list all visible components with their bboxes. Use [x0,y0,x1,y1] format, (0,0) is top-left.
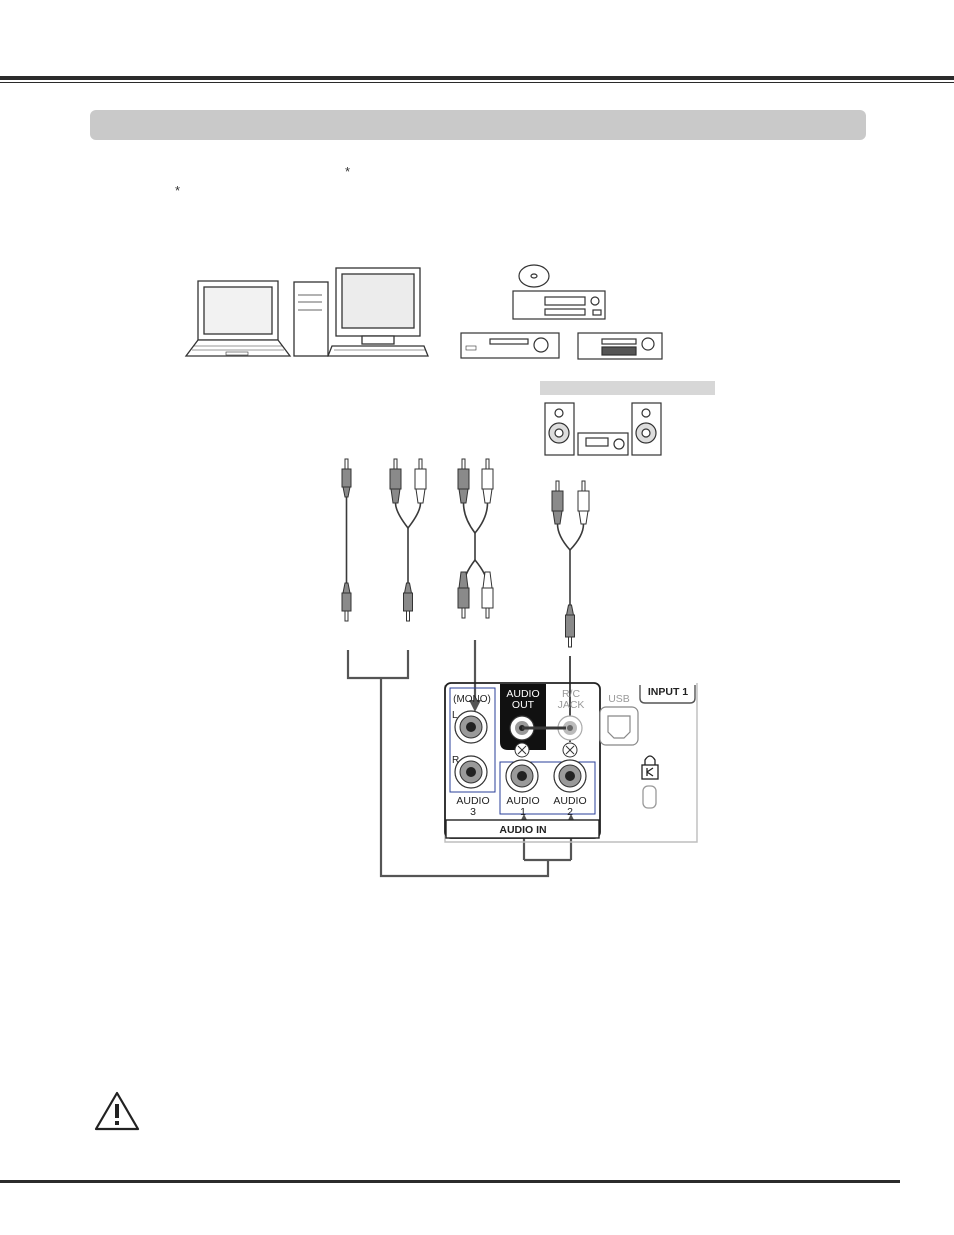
audio-in-label: AUDIO IN [499,824,546,836]
bottom-rule [0,1180,900,1183]
terminal-panel: (MONO) L R AUDIO OUT R/C JACK USB INPUT … [444,682,698,843]
audio-out-label-line1: AUDIO [506,688,539,700]
usb-port [599,706,639,746]
rc-jack-label-line1: R/C [562,688,581,700]
video-deck [460,332,663,360]
rca-plug-left [551,480,564,525]
audio-1-2-group-outline [499,761,596,815]
laptop-computer [184,280,292,357]
footnote-asterisk: * [175,183,181,198]
rca-plug-top-left [457,458,470,504]
desktop-computer [293,267,429,357]
audio-1-label-line1: AUDIO [506,795,539,807]
mini-plug-bottom [341,582,352,622]
audio-3-l-jack [454,710,488,744]
screw-icon [562,742,578,758]
rca-plug-right [577,480,590,525]
audio-1-label-line2: 1 [520,806,526,818]
audio-1-jack [505,759,539,793]
section-header-bar [90,110,866,140]
connection-lines [346,640,573,878]
mini-plug-bottom [403,582,413,622]
mini-plug-top [341,458,352,498]
rca-to-mini-cable [389,458,427,622]
rca-plug-bottom-left [457,571,470,619]
speaker-right [631,402,662,456]
speaker-left [544,402,575,456]
cd-disc-icon [518,264,550,288]
audio-3-group-outline [449,687,496,793]
cd-player [512,290,606,320]
top-rule [0,76,954,80]
footnote-asterisk: * [345,164,351,179]
screw-icon [514,742,530,758]
mini-plug-bottom [565,604,575,648]
mini-jack-cable [341,458,352,622]
input1-label: INPUT 1 [648,686,688,698]
rca-to-rca-cable [457,458,494,619]
audio-3-label-line2: 3 [470,806,476,818]
rc-jack-label-line2: JACK [558,699,585,711]
usb-label: USB [608,693,630,705]
mono-label: (MONO) [453,694,491,705]
input1-bracket [639,685,696,704]
rca-plug-bottom-right [481,571,494,619]
stereo-amplifier [577,432,629,456]
rca-plug-right [414,458,427,504]
l-channel-label: L [452,710,458,721]
caution-warning-icon [94,1091,140,1131]
audio-2-label-line1: AUDIO [553,795,586,807]
top-rule-thin [0,82,954,83]
audio-3-label-line1: AUDIO [456,795,489,807]
kensington-lock-icon [641,755,659,809]
audio-2-label-line2: 2 [567,806,573,818]
r-channel-label: R [452,755,459,766]
rca-plug-left [389,458,402,504]
audio-3-r-jack [454,755,488,789]
audio-out-label-line2: OUT [512,699,535,711]
rc-jack [557,715,583,741]
rca-plug-top-right [481,458,494,504]
audio-2-jack [553,759,587,793]
audio-system-label-bar [540,381,715,395]
